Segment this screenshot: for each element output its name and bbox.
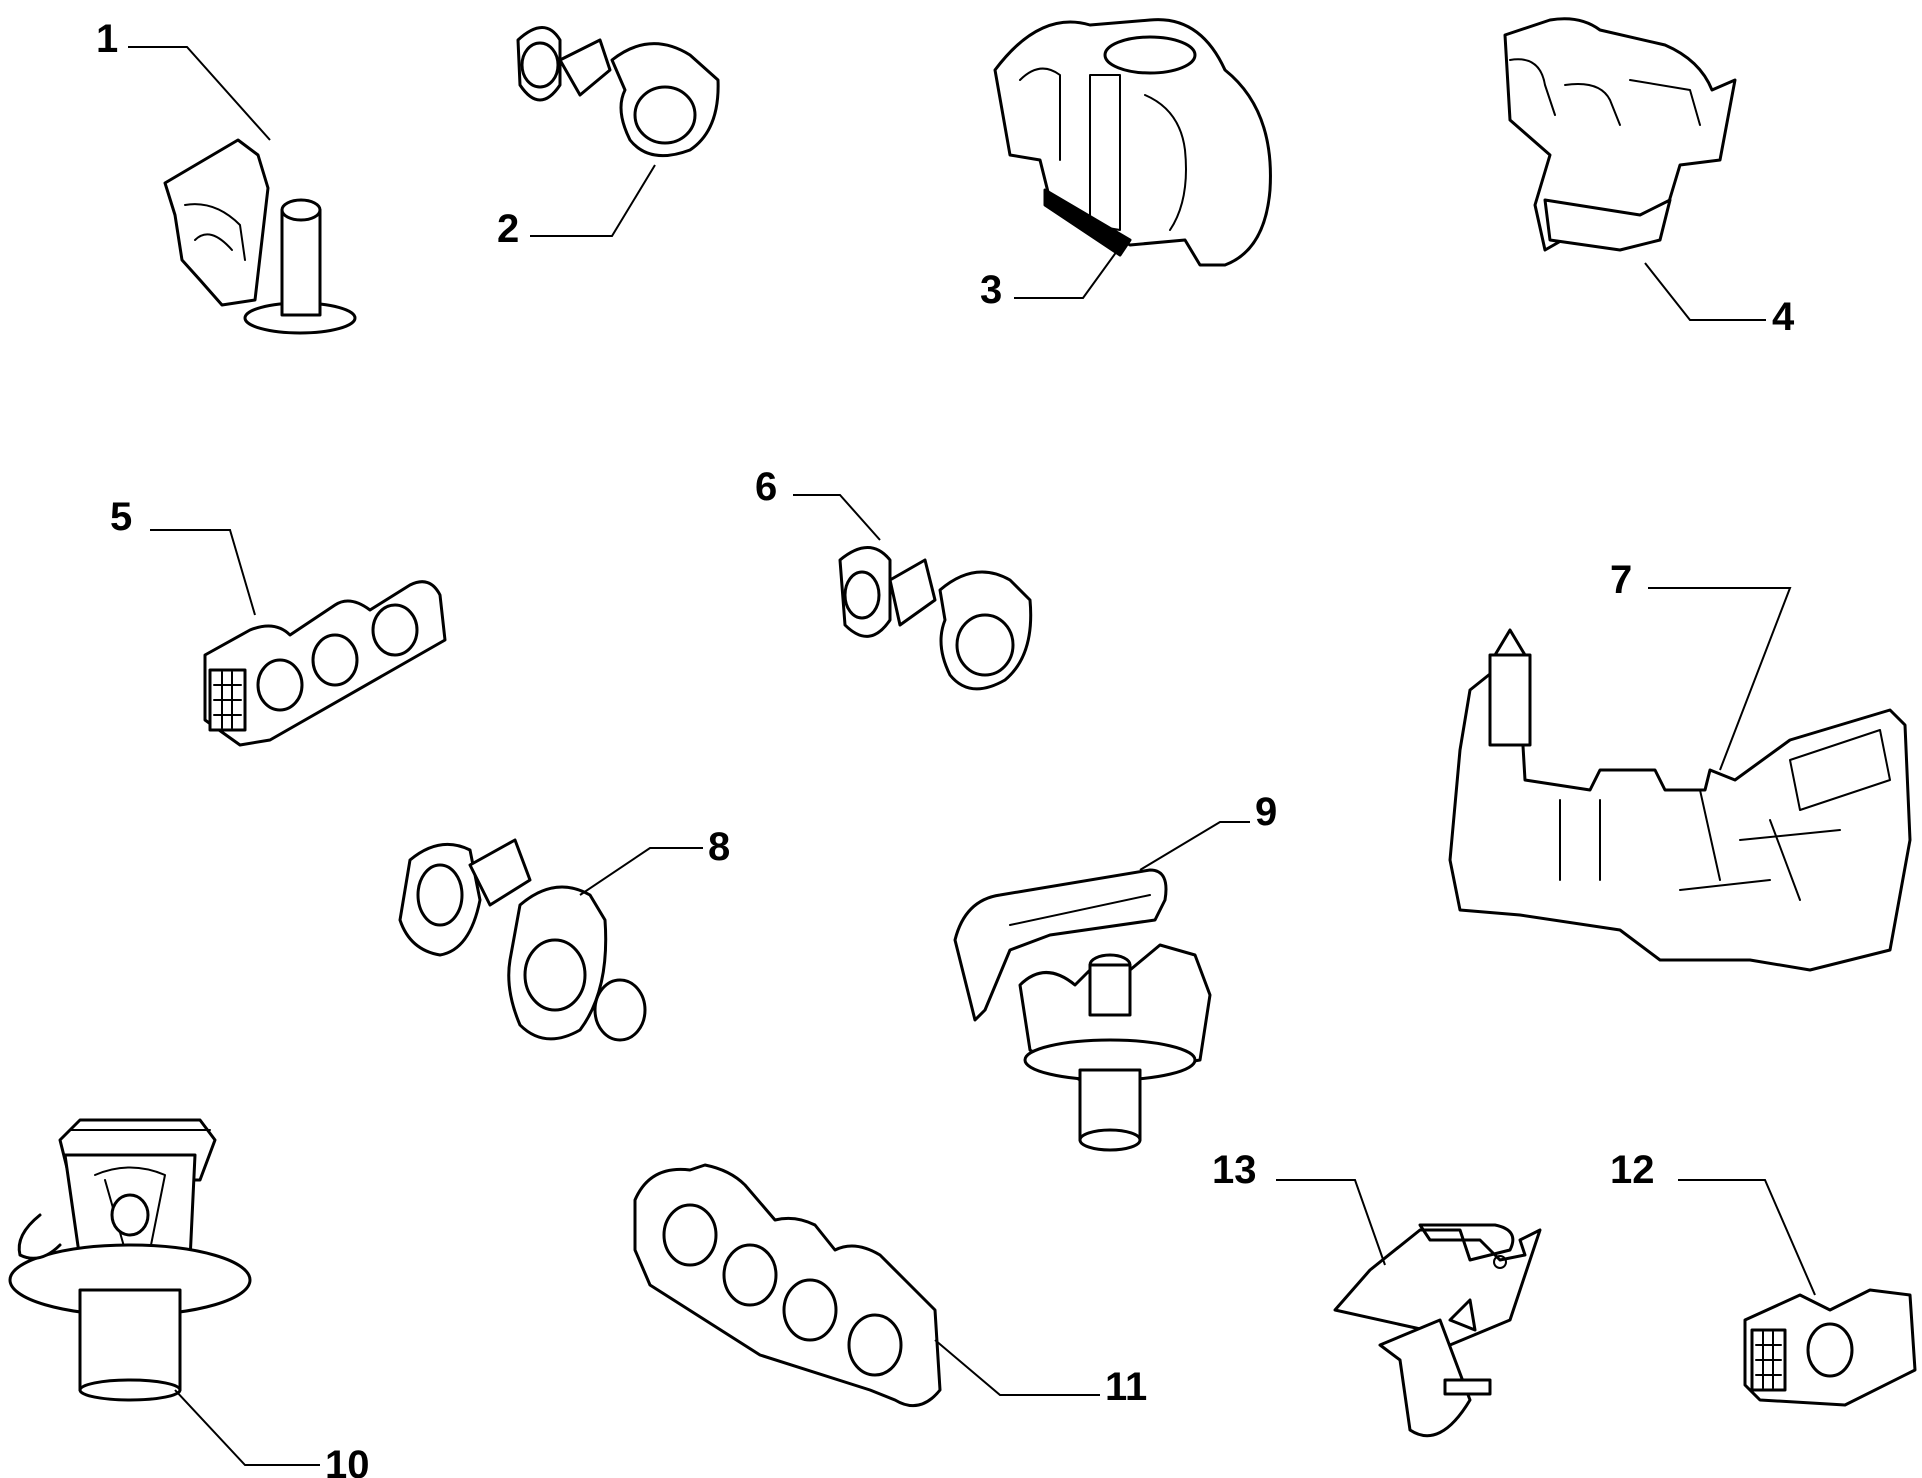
callout-10: 10 (325, 1443, 370, 1478)
leader-1 (128, 46, 271, 141)
callout-6: 6 (755, 465, 777, 509)
callout-1: 1 (96, 17, 118, 61)
leader-10 (174, 1389, 320, 1466)
callout-3: 3 (980, 268, 1002, 312)
leader-9 (1139, 821, 1250, 871)
leader-13 (1276, 1179, 1386, 1266)
callout-11: 11 (1105, 1365, 1147, 1409)
leader-12 (1678, 1179, 1816, 1296)
leader-5 (150, 529, 256, 616)
leader-2 (530, 164, 656, 237)
callout-9: 9 (1255, 790, 1277, 834)
part-13-metal-bracket (1333, 1223, 1542, 1438)
callout-4: 4 (1772, 295, 1795, 339)
callout-13: 13 (1212, 1148, 1257, 1192)
part-2-double-pipe-clip (516, 26, 720, 158)
callout-2: 2 (497, 207, 519, 251)
part-12-small-clip (1743, 1288, 1917, 1407)
part-6-double-clip (838, 546, 1033, 691)
leader-7 (1648, 587, 1792, 771)
part-9-rotating-clamp (953, 868, 1212, 1152)
callout-12: 12 (1610, 1148, 1655, 1192)
leader-3 (1014, 239, 1126, 299)
part-3-bracket-block (993, 18, 1272, 267)
part-8-clip-with-knob (398, 838, 647, 1042)
part-5-triple-tube-holder (203, 580, 447, 747)
callout-5: 5 (110, 495, 132, 539)
part-10-push-clip (8, 1118, 252, 1402)
leader-6 (793, 494, 881, 541)
part-1-stud-clip (163, 138, 357, 335)
leader-8 (579, 847, 703, 896)
callout-7: 7 (1610, 558, 1632, 602)
leader-11 (934, 1339, 1100, 1396)
part-11-quad-tube-holder (633, 1163, 942, 1408)
part-4-snap-clip (1503, 17, 1737, 252)
callout-8: 8 (708, 825, 730, 869)
part-7-long-bracket (1448, 628, 1912, 972)
leader-4 (1644, 262, 1766, 321)
